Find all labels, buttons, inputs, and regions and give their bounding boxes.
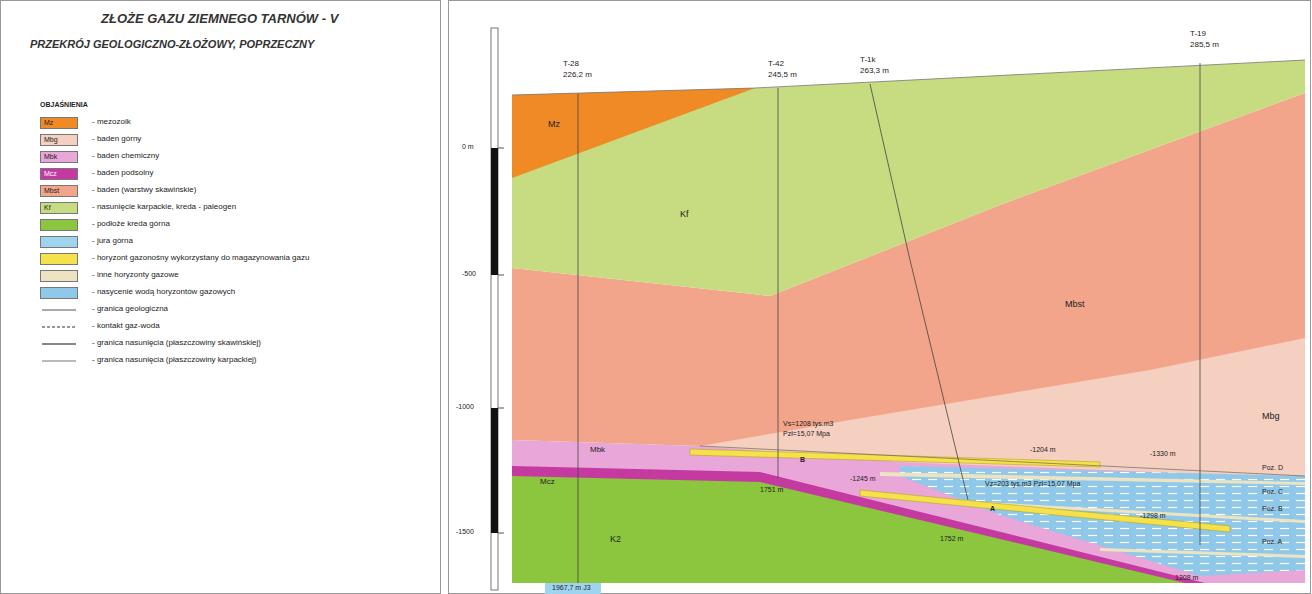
section-label: Pzł=15,07 Mpa [783,430,830,438]
section-label: 245,5 m [768,71,797,80]
section-label: Mcz [540,478,555,487]
section-label: T-28 [563,60,579,69]
legend-text: - baden górny [92,135,141,144]
legend-text: - kontakt gaz-woda [92,322,160,331]
section-label: T-19 [1190,30,1206,39]
legend-line-sample [40,338,80,350]
section-label: B [800,456,805,464]
section-label: Mbst [1065,300,1085,310]
legend-text: - baden podsolny [92,169,153,178]
section-label: -1000 [456,403,474,411]
section-label: -1500 [456,528,474,536]
section-label: -1330 m [1150,450,1176,458]
section-label: Mbk [590,446,605,455]
legend-text: - jura górna [92,237,133,246]
legend-text: - inne horyzonty gazowe [92,271,179,280]
swatch-code: Mbk [44,153,57,161]
legend-text: - podłoże kreda górna [92,220,170,229]
section-label: 285,5 m [1190,41,1219,50]
legend-text: - baden (warstwy skawińskie) [92,186,196,195]
legend-line-sample [40,355,80,367]
legend-line-sample [40,304,80,316]
section-label: 1208 m [1175,574,1198,582]
section-label: Mz [548,120,560,130]
section-label: Vs=1208 tys.m3 [783,420,833,428]
section-label: Vz=203 tys.m3 Pzł=15,07 Mpa [985,480,1080,488]
section-label: K2 [610,535,621,545]
section-label: Kf [680,210,689,220]
legend-text: - horyzont gazonośny wykorzystany do mag… [92,254,309,263]
diagram-title: ZŁOŻE GAZU ZIEMNEGO TARNÓW - V [101,12,338,26]
section-label: 226,2 m [563,71,592,80]
section-label: Poz. B [1262,505,1283,513]
section-label: -1298 m [1140,512,1166,520]
section-label: T-42 [768,60,784,69]
section-label: Mbg [1262,412,1280,422]
swatch-code: Mcz [44,170,57,178]
legend-text: - nasunięcie karpackie, kreda - paleogen [92,203,236,212]
section-label: 1967,7 m J3 [552,584,591,592]
section-label: 263,3 m [860,67,889,76]
section-label: -1204 m [1030,446,1056,454]
legend-swatch [40,236,78,248]
legend-swatch [40,287,78,299]
legend-line-sample [40,321,80,333]
section-label: 0 m [462,143,474,151]
section-label: A [990,505,995,513]
section-label: 1751 m [760,486,783,494]
legend-swatch [40,253,78,265]
swatch-code: Mbst [44,187,59,195]
legend-swatch [40,219,78,231]
legend-text: - granica nasunięcia (płaszczowiny karpa… [92,356,257,365]
swatch-code: Mz [44,119,53,127]
legend-text: - granica nasunięcia (płaszczowiny skawi… [92,339,261,348]
heading-text: OBJAŚNIENIA [40,101,88,109]
section-label: Poz. C [1262,488,1283,496]
section-label: -1245 m [850,475,876,483]
legend-text: - baden chemiczny [92,152,159,161]
section-label: 1752 m [940,535,963,543]
swatch-code: Mbg [44,136,58,144]
section-label: -500 [462,270,476,278]
section-label: Poz. D [1262,464,1283,472]
legend-text: - nasycenie wodą horyzontów gazowych [92,288,235,297]
section-label: T-1k [860,56,876,65]
legend-text: - granica geologiczna [92,305,168,314]
swatch-code: Kf [44,204,51,212]
heading-text: PRZEKRÓJ GEOLOGICZNO-ZŁOŻOWY, POPRZECZNY [30,38,314,50]
section-label: Poz. A [1262,538,1282,546]
legend-swatch [40,270,78,282]
legend-text: - mezozoik [92,118,131,127]
